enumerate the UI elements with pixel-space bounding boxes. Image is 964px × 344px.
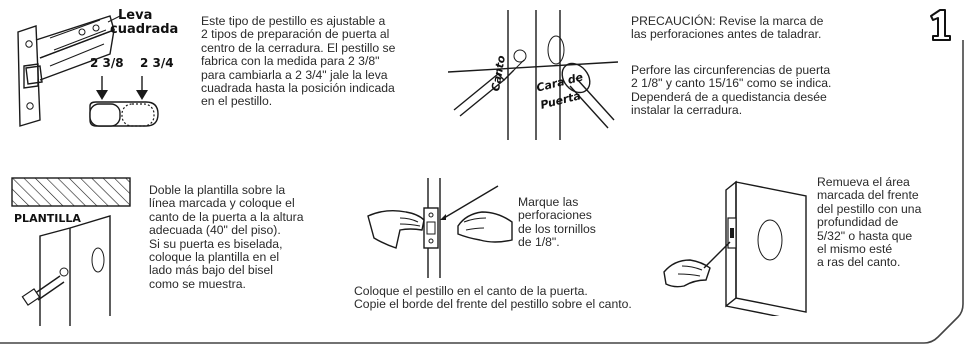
- label-plantilla: PLANTILLA: [14, 212, 81, 225]
- panel3-instructions: Doble la plantilla sobre la línea marcad…: [149, 183, 304, 291]
- latch-illustration: [17, 15, 159, 127]
- panel2-instructions: Perfore las circunferencias de puerta 2 …: [631, 63, 832, 118]
- chiseling-illustration: [663, 180, 807, 316]
- panel4-side-instructions: Marque las perforaciones de los tornillo…: [518, 195, 596, 250]
- template-illustration: [11, 177, 131, 326]
- panel5-instructions: Remueva el área marcada del frente del p…: [817, 175, 922, 270]
- label-leva: Leva: [118, 8, 153, 23]
- marking-illustration: [367, 178, 513, 278]
- label-size-2-3-8: 2 3/8: [90, 56, 124, 70]
- label-size-2-3-4: 2 3/4: [140, 56, 174, 70]
- panel2-caution: PRECAUCIÓN: Revise la marca de las perfo…: [631, 14, 824, 42]
- drilling-illustration: [448, 10, 618, 140]
- panel4-bottom-instructions: Coloque el pestillo en el canto de la pu…: [354, 284, 632, 312]
- step-number-graphic: [930, 9, 951, 41]
- panel1-instructions: Este tipo de pestillo es ajustable a 2 t…: [201, 14, 396, 109]
- label-cuadrada: cuadrada: [110, 22, 179, 37]
